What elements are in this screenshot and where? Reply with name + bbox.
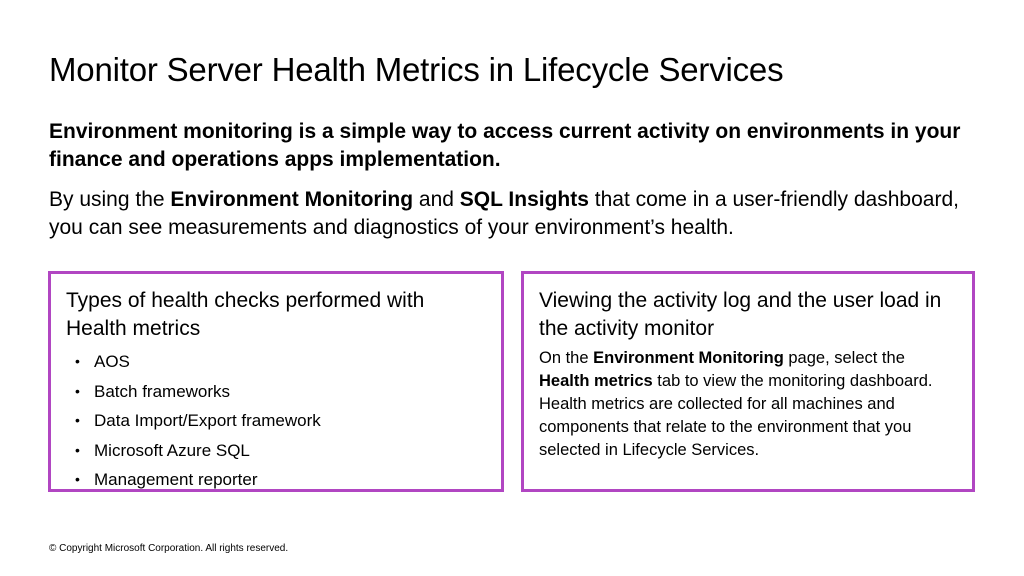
card-text-part: page, select the — [783, 349, 905, 367]
list-item-label: Data Import/Export framework — [94, 411, 321, 430]
list-item-label: AOS — [94, 352, 130, 371]
list-item-label: Batch frameworks — [94, 381, 231, 401]
intro-description: By using the Environment Monitoring and … — [49, 186, 989, 242]
health-checks-card-title: Types of health checks performed with He… — [66, 289, 425, 340]
intro-text-part: By using the — [49, 188, 171, 211]
list-item: • Data Import/Export framework — [66, 406, 486, 436]
slide-title: Monitor Server Health Metrics in Lifecyc… — [49, 51, 784, 88]
activity-monitor-card-text: On the Environment Monitoring page, sele… — [539, 347, 957, 462]
bullet-icon: • — [75, 353, 80, 369]
list-item: • Batch frameworks — [66, 377, 486, 407]
health-checks-card: Types of health checks performed with He… — [48, 271, 504, 492]
list-item-label: Management reporter — [94, 470, 258, 489]
intro-summary: Environment monitoring is a simple way t… — [49, 120, 961, 171]
activity-monitor-card-title: Viewing the activity log and the user lo… — [539, 289, 942, 340]
bullet-icon: • — [75, 382, 80, 399]
bullet-icon: • — [75, 412, 80, 428]
bullet-icon: • — [75, 441, 80, 458]
intro-text-part: that come in a user-friendly dashboard, … — [49, 188, 959, 239]
list-item: • Microsoft Azure SQL — [66, 436, 486, 466]
sql-insights-term: SQL Insights — [459, 188, 589, 211]
bullet-icon: • — [75, 471, 80, 487]
intro-text-part: and — [413, 188, 460, 211]
activity-monitor-card: Viewing the activity log and the user lo… — [521, 271, 975, 492]
health-checks-list: • AOS • Batch frameworks • Data Import/Expo… — [66, 347, 486, 495]
card-text-part: On the — [539, 349, 594, 367]
health-metrics-term: Health metrics — [539, 372, 653, 390]
list-item-label: Microsoft Azure SQL — [94, 440, 250, 460]
list-item: • AOS — [66, 347, 486, 377]
card-text-part: tab to view the monitoring dashboard. He… — [539, 372, 933, 459]
environment-monitoring-term: Environment Monitoring — [593, 349, 784, 367]
list-item: • Management reporter — [66, 465, 486, 495]
copyright-footer: © Copyright Microsoft Corporation. All r… — [49, 543, 289, 554]
environment-monitoring-term: Environment Monitoring — [170, 188, 414, 211]
